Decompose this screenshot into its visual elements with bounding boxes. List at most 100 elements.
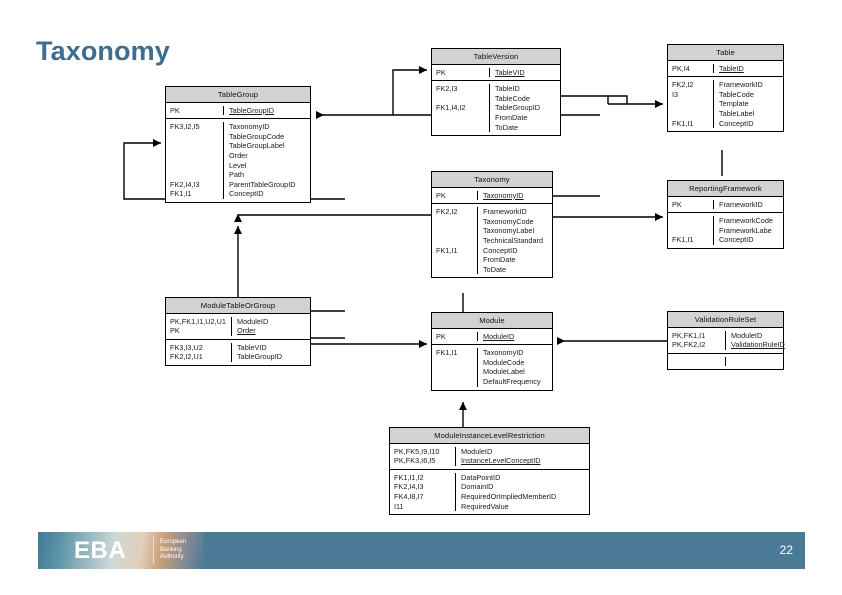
key-label: I11 xyxy=(394,501,404,511)
key-label: FK1,I1 xyxy=(436,348,458,358)
key-column: PK xyxy=(432,331,478,342)
eba-logo-text: EBA xyxy=(74,537,127,564)
logo-divider xyxy=(153,537,154,564)
attribute-label: DataPointID xyxy=(461,472,501,482)
entity-section: PK TaxonomyID xyxy=(432,188,552,204)
key-label xyxy=(170,141,223,151)
key-label xyxy=(170,170,223,180)
key-label: FK3,I2,I5 xyxy=(170,122,200,132)
key-label: I3 xyxy=(672,89,679,99)
key-label: FK4,I8,I7 xyxy=(394,491,424,501)
attribute-label: Order xyxy=(229,150,248,160)
attribute-label: ModuleCode xyxy=(483,357,525,367)
attribute-label: ConceptID xyxy=(719,235,754,245)
attribute-label: ModuleLabel xyxy=(483,367,525,377)
page-number: 22 xyxy=(779,543,793,557)
attribute-label: TaxonomyLabel xyxy=(483,226,535,236)
key-column: FK2,I2 FK1,I1 xyxy=(432,207,478,275)
attribute-label: ParentTableGroupID xyxy=(229,179,296,189)
attribute-label: TaxonomyID xyxy=(229,122,270,132)
key-label: PK,FK1,I1,U2,U1 xyxy=(170,316,226,326)
page-title: Taxonomy xyxy=(36,36,170,66)
key-column xyxy=(668,356,726,367)
eba-subtitle-line-1: European xyxy=(160,539,187,545)
key-label xyxy=(436,113,489,123)
entity-title: ValidationRuleSet xyxy=(668,312,783,328)
eba-logo-subtitle: European Banking Authority xyxy=(160,539,186,562)
attribute-label: TableCode xyxy=(719,89,754,99)
attribute-label: TechnicalStandard xyxy=(483,235,544,245)
attribute-label: TableID xyxy=(719,63,744,73)
key-column: PK xyxy=(668,199,714,210)
key-label xyxy=(436,255,477,265)
entity-section: PK FrameworkID xyxy=(668,197,783,213)
key-label: PK,FK1,I1 xyxy=(672,330,706,340)
key-label xyxy=(436,123,489,133)
entity-title: Table xyxy=(668,45,783,61)
key-label: PK xyxy=(436,67,446,77)
attribute-label: RequiredOrImpliedMemberID xyxy=(461,491,557,501)
attribute-label: Template xyxy=(719,99,749,109)
attribute-label: FrameworkID xyxy=(719,80,763,90)
entity-title: Taxonomy xyxy=(432,172,552,188)
key-label xyxy=(170,161,223,171)
key-label xyxy=(436,236,477,246)
key-label xyxy=(436,217,477,227)
footer-bar: EBA European Banking Authority 22 xyxy=(38,532,805,569)
attribute-label: InstanceLevelConceptID xyxy=(461,456,541,466)
attribute-label: FromDate xyxy=(483,255,516,265)
attribute-column: TableVID xyxy=(490,68,560,78)
attribute-column: FrameworkID xyxy=(714,200,783,210)
key-label: PK xyxy=(436,190,446,200)
key-label: PK xyxy=(672,199,682,209)
attribute-label: Path xyxy=(229,170,245,180)
key-column: PK xyxy=(166,105,224,116)
key-label: PK,FK5,I9,I10 xyxy=(394,446,440,456)
entity-title: ReportingFramework xyxy=(668,181,783,197)
attribute-label: TaxonomyID xyxy=(483,190,524,200)
key-label: FK2,I2,U1 xyxy=(170,352,203,362)
attribute-label: TableGroupID xyxy=(495,103,541,113)
key-label: FK2,I4,I3 xyxy=(394,482,424,492)
attribute-label: ModuleID xyxy=(461,446,493,456)
attribute-label: ModuleID xyxy=(483,331,515,341)
key-label xyxy=(672,109,713,119)
key-label: PK xyxy=(436,331,446,341)
attribute-label: TableVID xyxy=(495,67,525,77)
attribute-label: ValidationRuleID xyxy=(731,340,785,350)
attribute-column: ModuleID xyxy=(478,332,552,342)
connector-taxonomy-tablegroup xyxy=(234,214,431,222)
entity-title: TableVersion xyxy=(432,49,560,65)
key-label xyxy=(436,265,477,275)
attribute-label: FrameworkID xyxy=(483,207,527,217)
attribute-column: TableGroupID xyxy=(224,106,310,116)
attribute-label: DefaultFrequency xyxy=(483,376,541,386)
key-label xyxy=(672,216,713,226)
key-label: FK3,I3,U2 xyxy=(170,342,203,352)
key-column: FK1,I1 xyxy=(432,348,478,387)
attribute-label: ModuleID xyxy=(731,330,763,340)
